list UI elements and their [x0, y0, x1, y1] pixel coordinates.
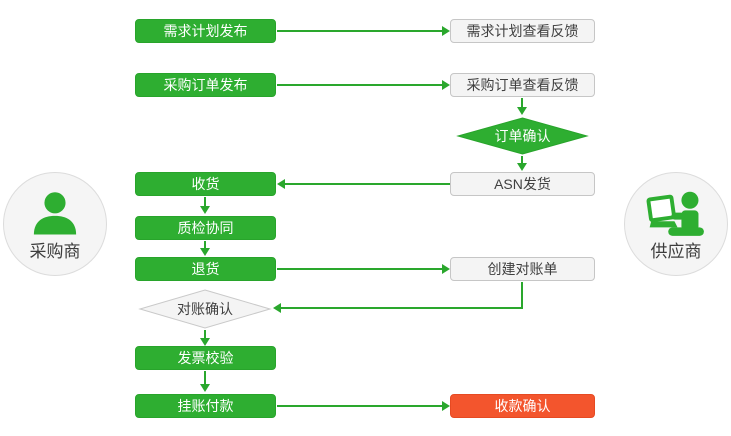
arrowhead-down-icon: [200, 248, 210, 256]
actor-supplier-label: 供应商: [650, 241, 702, 261]
node-label: 对账确认: [177, 301, 233, 317]
arrowhead-right-icon: [442, 264, 450, 274]
node-reconciliation-confirm: 对账确认: [138, 289, 272, 329]
connector-statement-elbow-vertical: [521, 282, 523, 309]
diamond-shape: [138, 289, 272, 329]
connector-purchase-order: [277, 84, 443, 86]
node-demand-plan-feedback: 需求计划查看反馈: [450, 19, 595, 43]
connector-quality-to-return: [204, 241, 206, 249]
node-return-goods: 退货: [135, 257, 276, 281]
arrowhead-down-icon: [517, 163, 527, 171]
actor-supplier: 供应商: [624, 172, 728, 276]
node-label: 订单确认: [494, 128, 551, 144]
connector-receive-to-quality: [204, 197, 206, 207]
node-receive-goods: 收货: [135, 172, 276, 196]
arrowhead-down-icon: [517, 107, 527, 115]
node-label: 需求计划查看反馈: [466, 23, 579, 39]
node-purchase-order-feedback: 采购订单查看反馈: [450, 73, 595, 97]
connector-demand-plan: [277, 30, 443, 32]
connector-invoice-to-payment: [204, 371, 206, 385]
connector-payment-to-receipt: [277, 405, 443, 407]
node-asn-shipping: ASN发货: [450, 172, 595, 196]
person-icon: [33, 191, 77, 234]
node-label: 挂账付款: [177, 398, 234, 414]
arrowhead-right-icon: [442, 80, 450, 90]
connector-asn-to-receive: [285, 183, 450, 185]
node-order-confirm: 订单确认: [456, 117, 589, 155]
node-quality-inspection: 质检协同: [135, 216, 276, 240]
node-label: 退货: [191, 261, 220, 277]
connector-reconcile-to-invoice: [204, 330, 206, 339]
connector-statement-elbow-horizontal: [281, 307, 523, 309]
arrowhead-down-icon: [200, 384, 210, 392]
connector-feedback-to-confirm: [521, 98, 523, 108]
node-label: 采购订单查看反馈: [466, 77, 579, 93]
node-label: 发票校验: [177, 350, 234, 366]
actor-buyer: 采购商: [3, 172, 107, 276]
connector-confirm-to-asn: [521, 156, 523, 164]
arrowhead-down-icon: [200, 206, 210, 214]
arrowhead-left-icon: [277, 179, 285, 189]
node-invoice-verification: 发票校验: [135, 346, 276, 370]
node-label: 采购订单发布: [163, 77, 248, 93]
node-label: ASN发货: [494, 176, 551, 192]
person-laptop-icon: [646, 191, 704, 236]
arrowhead-left-icon: [273, 303, 281, 313]
node-label: 收款确认: [494, 398, 551, 414]
node-label: 质检协同: [177, 220, 234, 236]
node-payment-receipt-confirm: 收款确认: [450, 394, 595, 418]
arrowhead-right-icon: [442, 401, 450, 411]
connector-return-to-statement: [277, 268, 443, 270]
node-label: 需求计划发布: [163, 23, 248, 39]
node-create-statement: 创建对账单: [450, 257, 595, 281]
actor-buyer-label: 采购商: [29, 241, 81, 261]
node-label: 创建对账单: [487, 261, 558, 277]
node-purchase-order-publish: 采购订单发布: [135, 73, 276, 97]
node-booked-payment: 挂账付款: [135, 394, 276, 418]
arrowhead-down-icon: [200, 338, 210, 346]
diamond-shape: [456, 117, 589, 155]
arrowhead-right-icon: [442, 26, 450, 36]
node-demand-plan-publish: 需求计划发布: [135, 19, 276, 43]
node-label: 收货: [191, 176, 220, 192]
